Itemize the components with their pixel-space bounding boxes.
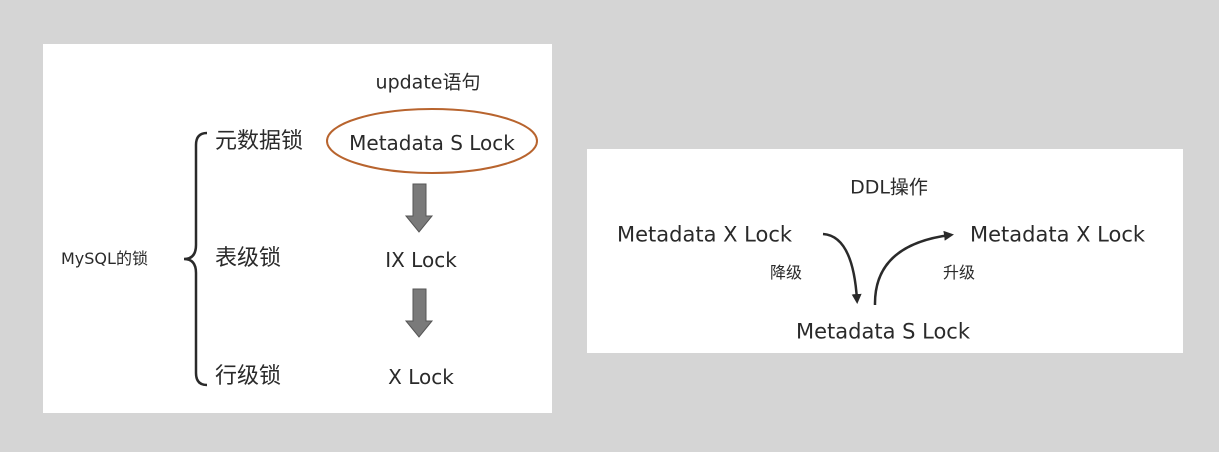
lock-ix: IX Lock	[385, 248, 457, 272]
ddl-middle-lock: Metadata S Lock	[796, 319, 971, 344]
mysql-lock-hierarchy-panel	[43, 44, 552, 413]
downgrade-label: 降级	[770, 263, 803, 282]
down-arrow-2	[404, 288, 434, 338]
ddl-end-lock: Metadata X Lock	[970, 222, 1146, 247]
curly-brace	[183, 131, 208, 387]
upgrade-arrow	[873, 230, 954, 306]
lock-metadata-s: Metadata S Lock	[349, 131, 515, 155]
category-table-lock: 表级锁	[215, 246, 282, 271]
lock-x: X Lock	[388, 365, 454, 389]
root-label: MySQL的锁	[61, 249, 148, 268]
ddl-operation-panel	[587, 149, 1183, 353]
upgrade-label: 升级	[943, 263, 976, 282]
highlight-ellipse	[326, 108, 538, 174]
category-metadata-lock: 元数据锁	[215, 129, 304, 154]
down-arrow-1	[404, 183, 434, 233]
category-row-lock: 行级锁	[215, 364, 282, 389]
ddl-start-lock: Metadata X Lock	[617, 222, 793, 247]
ddl-title: DDL操作	[850, 176, 928, 199]
downgrade-arrow	[822, 232, 862, 304]
statement-label: update语句	[375, 71, 481, 94]
